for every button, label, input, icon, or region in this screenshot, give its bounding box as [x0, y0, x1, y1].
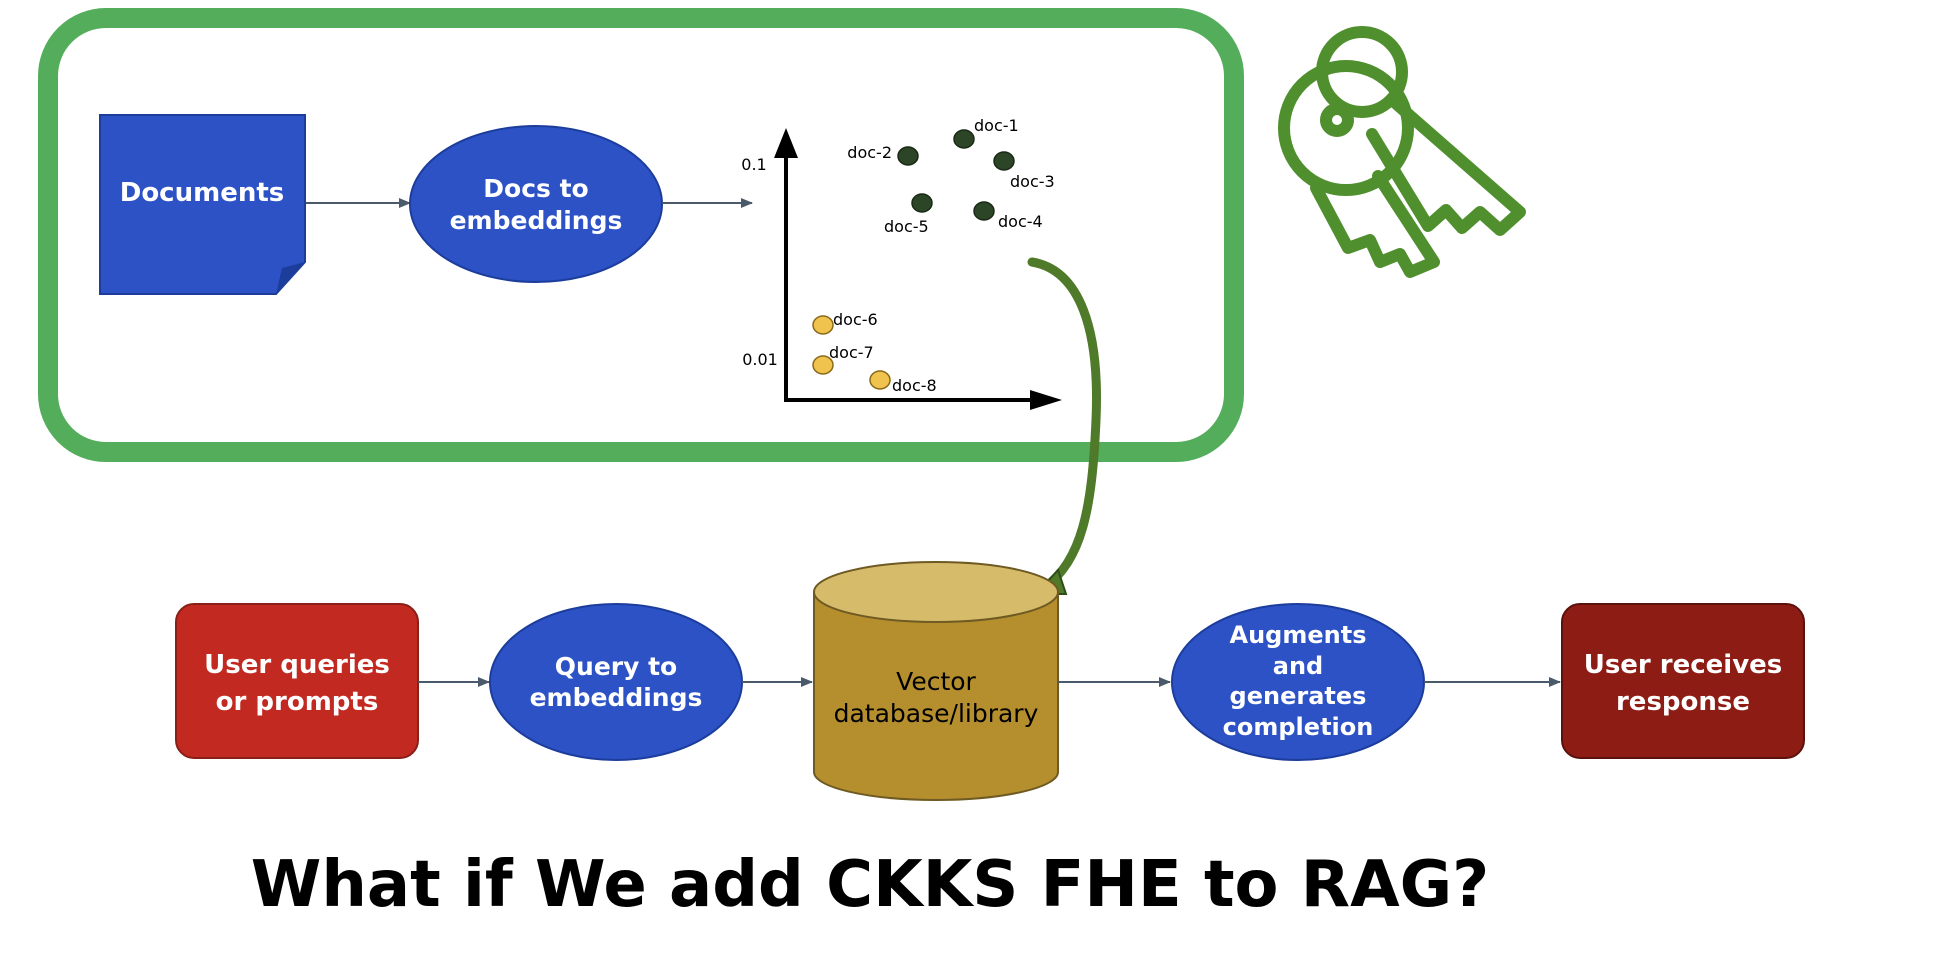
y-axis-arrowhead — [774, 128, 798, 158]
page-title: What if We add CKKS FHE to RAG? — [250, 848, 1490, 922]
documents-node: Documents — [99, 114, 306, 295]
scatter-point-doc-1 — [953, 129, 975, 149]
embedding-stage-frame — [38, 8, 1244, 462]
user-receives-label-line1: User receives — [1584, 650, 1783, 680]
query-to-embeddings-label-line1: Query to — [555, 652, 677, 681]
scatter-point-doc-6 — [812, 315, 834, 335]
scatter-label-doc-7: doc-7 — [829, 343, 874, 362]
docs-to-embeddings-label-line1: Docs to — [483, 174, 588, 203]
scatter-label-doc-3: doc-3 — [1010, 172, 1055, 191]
query-to-embeddings-node: Query to embeddings — [489, 603, 743, 761]
user-receives-node: User receives response — [1561, 603, 1805, 759]
scatter-point-doc-4 — [973, 201, 995, 221]
scatter-label-doc-1: doc-1 — [974, 116, 1019, 135]
augments-label-line1: Augments — [1230, 621, 1367, 649]
scatter-label-doc-6: doc-6 — [833, 310, 878, 329]
x-axis-arrowhead — [1030, 390, 1062, 410]
keys-icon — [1278, 26, 1526, 278]
embedding-scatter-plot: 0.1 0.01 doc-1doc-2doc-3doc-4doc-5doc-6d… — [741, 116, 1062, 410]
vector-database-label-line1: Vector — [896, 667, 976, 696]
embeddings-to-database-arrow — [1027, 257, 1101, 593]
docs-to-embeddings-node: Docs to embeddings — [409, 125, 663, 283]
user-queries-label-line1: User queries — [204, 650, 390, 680]
scatter-label-doc-2: doc-2 — [847, 143, 892, 162]
user-queries-label-line2: or prompts — [216, 687, 379, 717]
user-receives-label-line2: response — [1616, 687, 1750, 717]
scatter-label-doc-8: doc-8 — [892, 376, 937, 395]
documents-label: Documents — [120, 178, 285, 208]
scatter-label-doc-4: doc-4 — [998, 212, 1043, 231]
docs-to-embeddings-label-line2: embeddings — [450, 206, 623, 235]
scatter-point-doc-3 — [993, 151, 1015, 171]
query-to-embeddings-label-line2: embeddings — [530, 683, 703, 712]
y-tick-label-low: 0.01 — [742, 350, 778, 369]
scatter-point-doc-2 — [897, 146, 919, 166]
scatter-point-doc-5 — [911, 193, 933, 213]
scatter-points: doc-1 doc-2 doc-3 doc-4 doc-5 doc-6 doc-7 doc-8 — [812, 116, 1055, 395]
augments-label-line3: generates — [1230, 682, 1367, 710]
vector-database-label-line2: database/library — [834, 699, 1039, 728]
scatter-point-doc-8 — [869, 370, 891, 390]
augments-node: Augments and generates completion — [1171, 603, 1425, 761]
scatter-label-doc-5: doc-5 — [884, 217, 929, 236]
augments-label-line4: completion — [1223, 713, 1374, 741]
y-tick-label-high: 0.1 — [741, 155, 766, 174]
scatter-point-doc-7 — [812, 355, 834, 375]
user-queries-node: User queries or prompts — [175, 603, 419, 759]
augments-label-line2: and — [1273, 652, 1323, 680]
vector-database-node: Vector database/library — [813, 561, 1059, 801]
